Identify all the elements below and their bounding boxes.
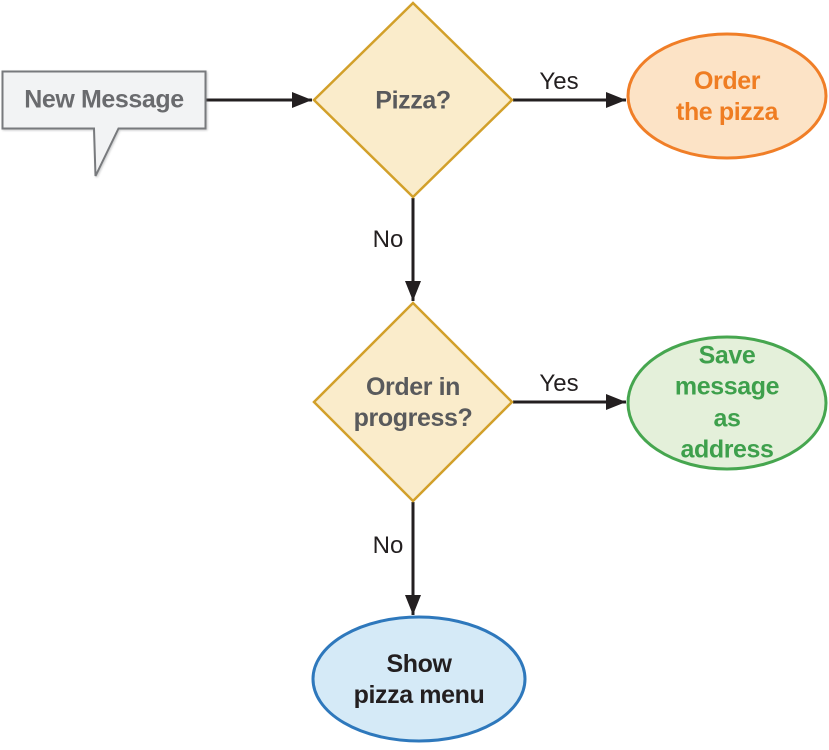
speech-bubble-shape [1,70,207,177]
edge-label-no-2: No [372,532,404,559]
node-label-show-pizza-menu: Show pizza menu [353,649,485,709]
edge-label-no-1: No [372,226,404,253]
node-label-order-the-pizza: Order the pizza [676,66,778,126]
terminal-show-menu-shape [311,615,527,743]
edge-label-yes-2: Yes [539,370,579,397]
decision-pizza-shape [312,1,514,199]
terminal-save-message-shape [626,335,828,471]
terminal-order-pizza-shape [626,32,828,160]
node-label-new-message: New Message [24,85,184,114]
node-label-pizza: Pizza? [375,86,451,115]
decision-order-in-progress-shape [312,301,514,503]
node-label-order-in-progress: Order in progress? [353,372,473,432]
edge-label-yes-1: Yes [539,68,579,95]
node-label-save-message-as-address: Save message as address [674,341,780,464]
